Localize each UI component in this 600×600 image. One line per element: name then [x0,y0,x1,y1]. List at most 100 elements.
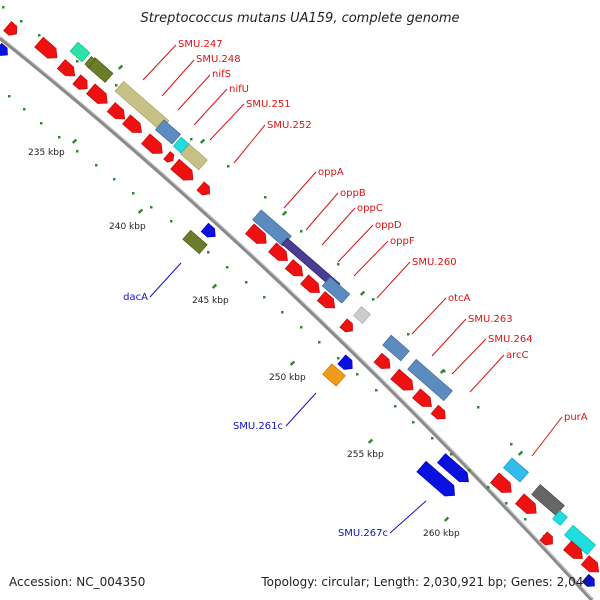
gene-smu260[interactable] [339,318,356,335]
tick-dot [318,341,321,344]
gene-red-c[interactable] [196,181,213,198]
gene-daca[interactable] [200,222,219,240]
gene-otca[interactable] [390,368,418,395]
leader-line [283,171,317,209]
feature-cyan-2[interactable] [552,510,568,526]
feature-gray-smu260[interactable] [353,306,371,324]
gene-smu267c-b[interactable] [437,453,472,487]
gene-label-oppf[interactable]: oppF [390,236,415,247]
gene-pura[interactable] [490,472,515,497]
tick-dot [8,95,11,98]
tick-dot [524,518,527,521]
leader-line [321,207,356,246]
gene-nifs[interactable] [86,83,111,108]
gene-oppd[interactable] [300,274,324,297]
gene-red-e[interactable] [539,531,556,548]
tick-dot [38,34,41,37]
gene-smu251[interactable] [122,114,146,137]
gene-smu267c-a[interactable] [416,460,459,500]
gene-label-daca[interactable]: dacA [123,292,148,303]
gene-blue-edge[interactable] [0,42,11,58]
gene-label-smu267c[interactable]: SMU.267c [338,528,388,539]
gene-blue-corner[interactable] [581,573,598,589]
tick-dot [356,373,359,376]
gene-small-a[interactable] [163,151,177,165]
tick-dot [300,326,303,329]
kbp-label-245: 245 kbp [192,296,229,306]
gene-nifs-a[interactable] [72,74,91,93]
gene-otca-a[interactable] [373,352,394,373]
feature-teal[interactable] [69,41,91,63]
gene-label-oppa[interactable]: oppA [318,167,344,178]
leader-line [531,416,563,457]
gene-label-smu261c[interactable]: SMU.261c [233,421,283,432]
leader-line [305,192,339,231]
leader-line [469,354,505,393]
gene-label-smu264[interactable]: SMU.264 [488,334,533,345]
gene-smu247[interactable] [34,36,62,63]
feature-olive-small[interactable] [84,56,96,68]
gene-oppa[interactable] [245,223,270,248]
leader-line [353,240,389,277]
feature-khaki-2[interactable] [180,143,208,171]
kbp-label-260: 260 kbp [423,529,460,539]
gene-oppb[interactable] [268,242,292,265]
gene-smu264[interactable] [430,404,449,422]
gene-red-d[interactable] [515,493,540,518]
tick-dot [113,178,116,181]
tick-major [443,516,450,522]
gene-smu261c-orange[interactable] [322,363,346,387]
gene-label-oppd[interactable]: oppD [375,220,402,231]
feature-skyblue-pura[interactable] [503,457,529,483]
gene-red-g[interactable] [580,555,600,577]
gene-label-pura[interactable]: purA [564,412,588,423]
tick-major [367,438,374,444]
gene-label-smu263[interactable]: SMU.263 [468,314,513,325]
gene-daca-domain[interactable] [182,229,208,255]
gene-label-nifs[interactable]: nifS [212,69,231,80]
gene-oppf[interactable] [316,291,338,313]
gene-smu263[interactable] [412,388,436,411]
gene-label-nifu[interactable]: nifU [229,84,249,95]
feature-steel-opp-2[interactable] [321,276,351,304]
leader-line [451,338,487,375]
kbp-label-240: 240 kbp [109,222,146,232]
gene-label-oppc[interactable]: oppC [357,203,383,214]
tick-dot [477,406,480,409]
feature-steel-arc[interactable] [407,358,453,402]
leader-line [149,262,182,298]
gene-label-smu248[interactable]: SMU.248 [196,54,241,65]
gene-label-smu260[interactable]: SMU.260 [412,257,457,268]
tick-dot [23,108,26,111]
gene-label-arcc[interactable]: arcC [506,350,529,361]
feature-cyan-1[interactable] [172,136,190,154]
gene-label-smu251[interactable]: SMU.251 [246,99,291,110]
leader-line [193,88,228,126]
gene-smu261c[interactable] [337,354,356,373]
gene-smu248[interactable] [56,59,78,81]
leader-line [376,261,411,299]
gene-red-edge[interactable] [3,21,21,39]
gene-smu252[interactable] [141,133,166,158]
feature-steel-1[interactable] [155,119,181,145]
tick-dot [407,333,410,336]
gene-red-f[interactable] [563,540,587,563]
feature-steel-otca[interactable] [382,334,410,362]
gene-label-smu252[interactable]: SMU.252 [267,120,312,131]
tick-dot [281,311,284,314]
tick-major [117,64,124,70]
tick-dot [76,150,79,153]
leader-line [411,297,447,335]
leader-line [233,124,266,164]
tick-dot [264,196,267,199]
gene-red-b[interactable] [170,158,198,185]
gene-nifu[interactable] [106,102,128,124]
gene-label-smu247[interactable]: SMU.247 [178,39,223,50]
tick-dot [95,164,98,167]
tick-dot [337,357,340,360]
gene-label-oppb[interactable]: oppB [340,188,366,199]
gene-label-otca[interactable]: otcA [448,293,471,304]
tick-dot [190,138,193,141]
tick-dot [2,6,5,9]
gene-oppc[interactable] [284,259,306,281]
